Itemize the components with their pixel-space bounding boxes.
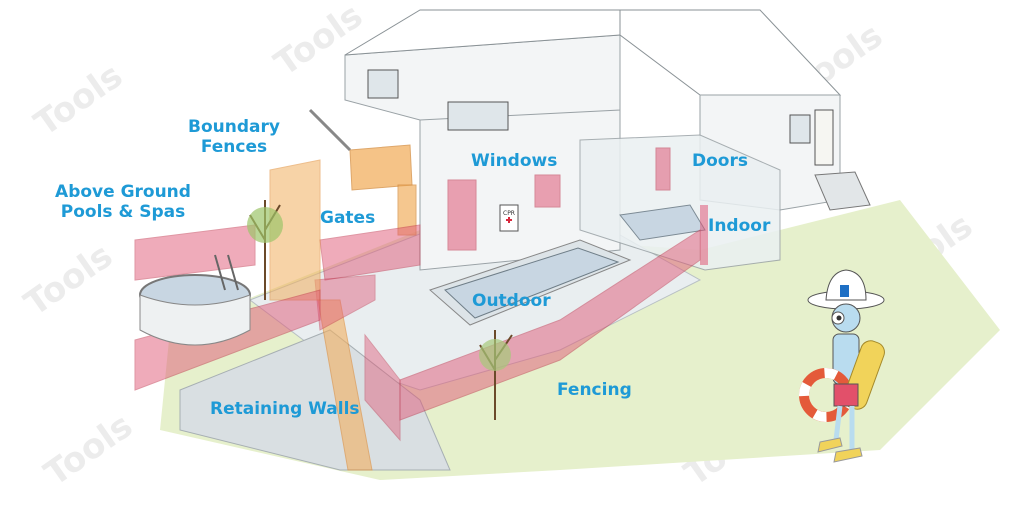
mascot-shorts <box>834 384 858 406</box>
label-doors: Doors <box>692 151 748 171</box>
mascot-pupil <box>837 316 842 321</box>
tree-foliage <box>479 339 511 371</box>
window-barrier <box>448 180 476 250</box>
right-door <box>815 110 833 165</box>
label-gates: Gates <box>320 208 375 228</box>
mascot-hat-badge <box>840 285 849 297</box>
label-fencing: Fencing <box>557 380 632 400</box>
balcony <box>350 145 412 190</box>
label-above-ground-pools-text: Above Ground Pools & Spas <box>55 182 191 222</box>
steps <box>815 172 870 210</box>
above-ground-fence <box>135 225 255 280</box>
tree-foliage <box>247 207 283 243</box>
enclosure-barrier <box>700 205 708 265</box>
house-roof-right <box>620 10 840 95</box>
label-above-ground-pools: Above Ground Pools & Spas <box>48 182 198 222</box>
label-indoor: Indoor <box>708 216 770 236</box>
label-outdoor: Outdoor <box>472 291 551 311</box>
label-windows: Windows <box>471 151 557 171</box>
door-barrier <box>656 148 670 190</box>
balcony-railing <box>310 110 350 150</box>
label-boundary-fences-text: Boundary Fences <box>188 117 280 157</box>
label-boundary-fences: Boundary Fences <box>180 117 288 157</box>
right-window <box>790 115 810 143</box>
upper-window <box>368 70 398 98</box>
cpr-sign-text: CPR <box>503 210 515 217</box>
label-retaining-walls: Retaining Walls <box>210 399 360 419</box>
upper-window <box>448 102 508 130</box>
window-barrier <box>535 175 560 207</box>
